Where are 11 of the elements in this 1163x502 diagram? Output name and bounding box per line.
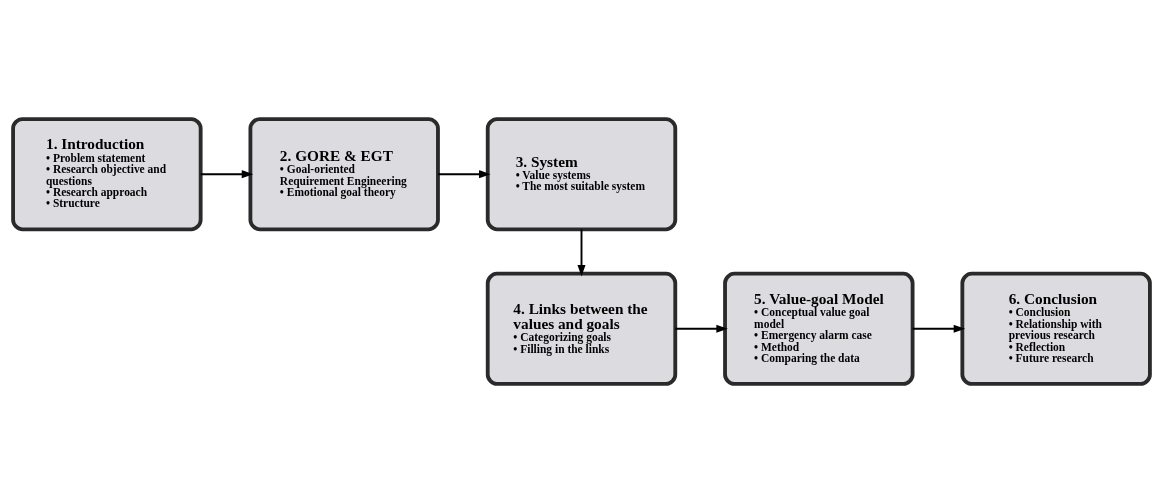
node-box: 2. GORE & EGT • Goal-oriented Requirement Engineering • Emotional goal theory: [248, 116, 440, 231]
arrow: [911, 324, 966, 333]
arrow: [674, 324, 728, 333]
arrow: [437, 169, 491, 178]
node-box: 5. Value-goal Model • Conceptual value goal model • Emergency alarm case • Method • Comparing the data: [723, 271, 915, 386]
node-box: 3. System • Value systems • The most suitable system: [485, 116, 678, 231]
node-box: 1. Introduction • Problem statement • Research objective and questions • Research approach • Structure: [11, 116, 203, 231]
node-box: 6. Conclusion • Conclusion • Relationship with previous research • Reflection • Future research: [960, 271, 1152, 386]
node-box: 4. Links between the values and goals • Categorizing goals • Filling in the links: [485, 271, 678, 386]
arrow: [577, 227, 586, 276]
arrow: [199, 169, 254, 178]
